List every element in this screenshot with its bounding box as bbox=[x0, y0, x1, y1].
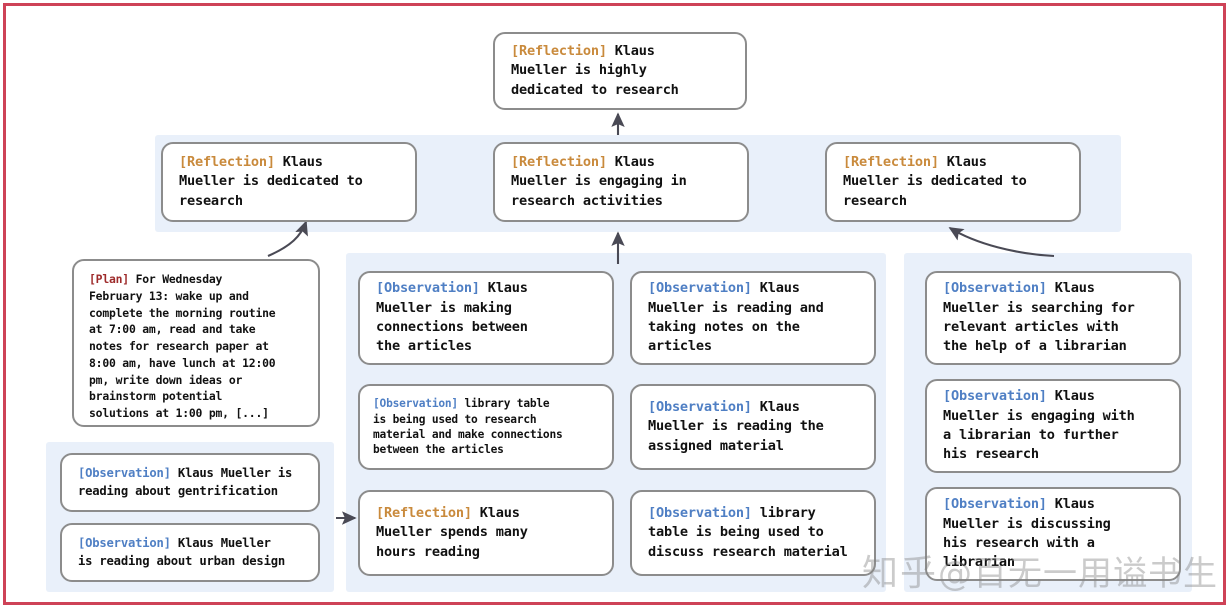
watermark-handle: @百无一用谥书生 bbox=[938, 554, 1219, 594]
diagram-canvas: [Reflection] Klaus Mueller is highly ded… bbox=[6, 6, 1229, 608]
node-text: Klaus Mueller is engaging with a librari… bbox=[943, 388, 1135, 463]
node-text: Klaus Mueller is dedicated to research bbox=[179, 154, 363, 209]
node-col1-observation-2[interactable]: [Observation] library table is being use… bbox=[358, 384, 614, 470]
zhihu-watermark: 知乎@百无一用谥书生 bbox=[862, 544, 1218, 596]
node-text: Klaus Mueller is engaging in research ac… bbox=[511, 154, 687, 209]
tag-observation: [Observation] bbox=[376, 280, 480, 297]
node-text: Klaus Mueller is highly dedicated to res… bbox=[511, 43, 679, 98]
tag-reflection: [Reflection] bbox=[511, 43, 607, 60]
node-text: Klaus Mueller is making connections betw… bbox=[376, 280, 528, 355]
node-text: Klaus Mueller is reading about urban des… bbox=[78, 536, 285, 568]
node-col2-observation-2[interactable]: [Observation] Klaus Mueller is reading t… bbox=[630, 384, 876, 470]
node-text: Klaus Mueller spends many hours reading bbox=[376, 505, 528, 560]
tag-observation: [Observation] bbox=[78, 536, 171, 551]
tag-plan: [Plan] bbox=[89, 272, 129, 286]
node-col1-reflection[interactable]: [Reflection] Klaus Mueller spends many h… bbox=[358, 490, 614, 576]
node-text: library table is being used to discuss r… bbox=[648, 505, 848, 560]
node-mid-center-reflection[interactable]: [Reflection] Klaus Mueller is engaging i… bbox=[493, 142, 749, 222]
node-col3-observation-1[interactable]: [Observation] Klaus Mueller is searching… bbox=[925, 271, 1181, 365]
node-mid-right-reflection[interactable]: [Reflection] Klaus Mueller is dedicated … bbox=[825, 142, 1081, 222]
tag-reflection: [Reflection] bbox=[843, 154, 939, 171]
watermark-logo: 知乎 bbox=[862, 553, 939, 594]
tag-reflection: [Reflection] bbox=[511, 154, 607, 171]
node-col3-observation-3[interactable]: [Observation] Klaus Mueller is discussin… bbox=[925, 487, 1181, 581]
node-text: For Wednesday February 13: wake up and c… bbox=[89, 272, 276, 421]
node-root-reflection[interactable]: [Reflection] Klaus Mueller is highly ded… bbox=[493, 32, 747, 110]
tag-observation: [Observation] bbox=[373, 397, 458, 411]
node-col2-observation-1[interactable]: [Observation] Klaus Mueller is reading a… bbox=[630, 271, 876, 365]
tag-observation: [Observation] bbox=[943, 280, 1047, 297]
tag-reflection: [Reflection] bbox=[376, 505, 472, 522]
tag-observation: [Observation] bbox=[78, 466, 171, 481]
node-text: Klaus Mueller is discussing his research… bbox=[943, 496, 1111, 571]
node-col2-observation-3[interactable]: [Observation] library table is being use… bbox=[630, 490, 876, 576]
node-left-observation-2[interactable]: [Observation] Klaus Mueller is reading a… bbox=[60, 523, 320, 582]
tag-observation: [Observation] bbox=[648, 505, 752, 522]
node-text: Klaus Mueller is reading the assigned ma… bbox=[648, 399, 824, 454]
node-text: Klaus Mueller is searching for relevant … bbox=[943, 280, 1135, 355]
node-mid-left-reflection[interactable]: [Reflection] Klaus Mueller is dedicated … bbox=[161, 142, 417, 222]
tag-observation: [Observation] bbox=[943, 496, 1047, 513]
node-text: Klaus Mueller is reading and taking note… bbox=[648, 280, 824, 355]
node-left-observation-1[interactable]: [Observation] Klaus Mueller is reading a… bbox=[60, 453, 320, 512]
image-frame: [Reflection] Klaus Mueller is highly ded… bbox=[3, 3, 1226, 605]
node-text: Klaus Mueller is reading about gentrific… bbox=[78, 466, 293, 498]
tag-reflection: [Reflection] bbox=[179, 154, 275, 171]
tag-observation: [Observation] bbox=[648, 280, 752, 297]
node-plan[interactable]: [Plan] For Wednesday February 13: wake u… bbox=[72, 259, 320, 427]
tag-observation: [Observation] bbox=[943, 388, 1047, 405]
node-col1-observation-1[interactable]: [Observation] Klaus Mueller is making co… bbox=[358, 271, 614, 365]
node-col3-observation-2[interactable]: [Observation] Klaus Mueller is engaging … bbox=[925, 379, 1181, 473]
tag-observation: [Observation] bbox=[648, 399, 752, 416]
node-text: Klaus Mueller is dedicated to research bbox=[843, 154, 1027, 209]
node-text: library table is being used to research … bbox=[373, 397, 563, 457]
